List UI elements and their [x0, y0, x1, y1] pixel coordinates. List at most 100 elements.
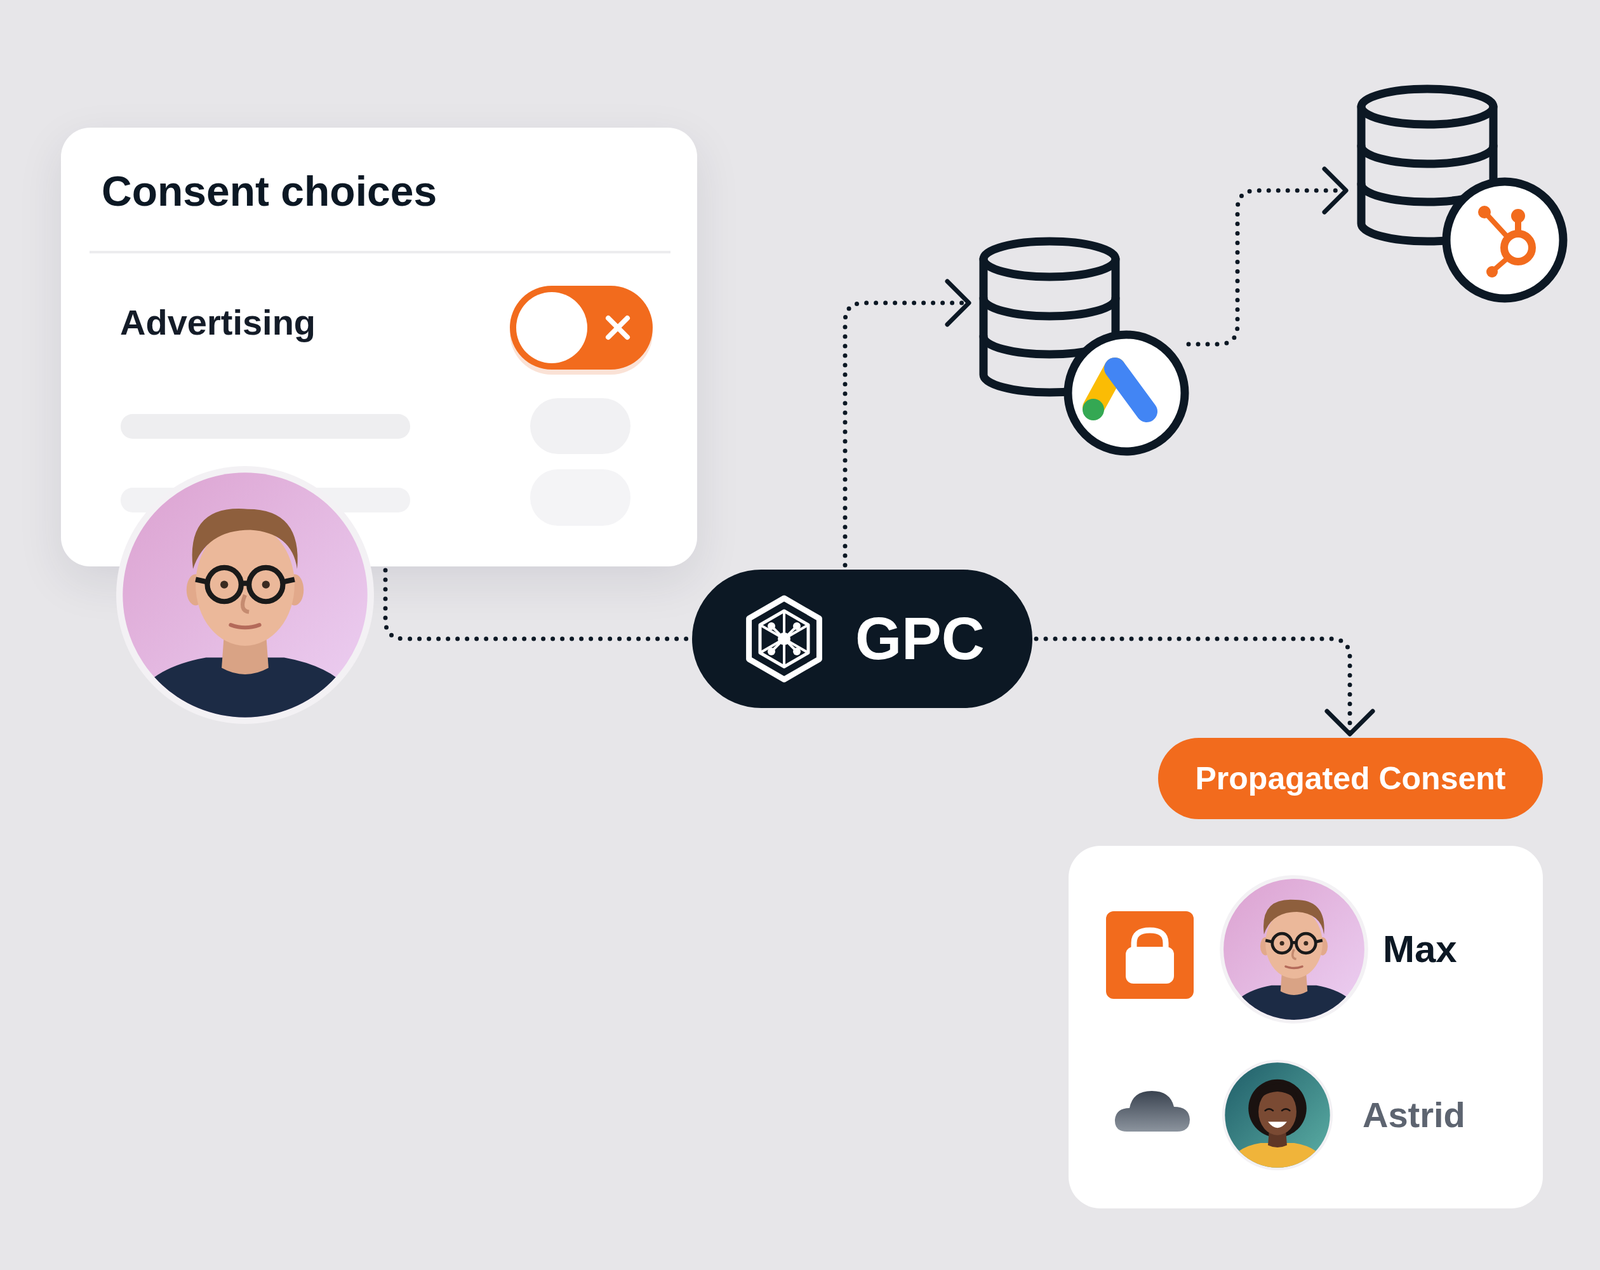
person-avatar	[248, 567, 283, 602]
person-avatar	[1219, 874, 1369, 1025]
ads-wire	[845, 281, 969, 566]
person-avatar	[1263, 899, 1325, 935]
cloud-icon	[1114, 1090, 1190, 1132]
card-controls	[516, 292, 588, 364]
google-ads-badge	[1067, 334, 1185, 452]
person-avatar	[1221, 1059, 1334, 1171]
person-avatar	[1219, 874, 1369, 1025]
gpc-icon	[771, 626, 797, 652]
gpc-icon	[760, 624, 809, 653]
person-avatar	[1272, 933, 1293, 954]
lock-icon	[1106, 911, 1194, 999]
person-avatar	[1280, 940, 1285, 946]
gpc-icon	[771, 626, 797, 652]
person-avatar	[1221, 1059, 1334, 1171]
card-controls	[530, 469, 631, 526]
person-avatar	[195, 579, 207, 582]
person-avatar	[230, 624, 260, 628]
card-controls	[608, 318, 628, 338]
person-avatar	[1248, 1079, 1307, 1138]
dotted-line	[385, 570, 689, 639]
gpc-icon	[793, 622, 801, 630]
cloud-icon	[1113, 1086, 1194, 1133]
hubspot-badge	[1486, 214, 1508, 238]
gpc-icon	[749, 598, 820, 680]
dotted-connector	[385, 570, 689, 639]
ads-database	[983, 298, 1116, 317]
person-avatar	[241, 580, 249, 586]
hubspot-badge	[1478, 205, 1491, 219]
person-name: Max	[1382, 926, 1458, 973]
gpc-icon	[760, 610, 809, 667]
hubspot-badge	[1511, 208, 1526, 223]
gpc-icon	[777, 632, 791, 646]
dotted-connector	[1036, 638, 1373, 734]
person-avatar	[1296, 933, 1317, 954]
person-avatar	[1315, 940, 1323, 942]
hubspot-badge	[1446, 181, 1564, 299]
status-pill: Propagated Consent	[1158, 737, 1543, 820]
person-avatar	[282, 579, 294, 582]
hubspot-badge	[1486, 214, 1533, 271]
person-avatar	[1221, 1059, 1334, 1171]
person-avatar	[1285, 966, 1303, 968]
person-avatar	[114, 464, 376, 726]
person-avatar	[242, 594, 249, 613]
person-avatar	[207, 567, 242, 602]
dotted-line	[1036, 638, 1350, 734]
lock-icon	[1106, 911, 1194, 999]
lock-icon	[1125, 946, 1174, 984]
gpc-icon	[760, 624, 809, 653]
hubspot-wire	[1188, 190, 1340, 345]
person-avatar	[114, 464, 376, 726]
person-name: Astrid	[1362, 1093, 1466, 1136]
gpc-label: GPC	[855, 603, 985, 675]
person-avatar	[1222, 1059, 1333, 1171]
card-controls	[530, 398, 631, 454]
person-avatar	[1221, 1059, 1334, 1171]
gpc-icon	[767, 622, 776, 630]
hubspot-database	[1361, 146, 1494, 164]
person-avatar	[114, 464, 376, 726]
hubspot-badge	[1446, 181, 1564, 299]
card-controls	[509, 285, 653, 370]
person-avatar	[1265, 1108, 1274, 1111]
cloud-icon	[1113, 1086, 1194, 1133]
card-controls	[89, 250, 671, 254]
gpc-icon	[760, 610, 809, 667]
person-avatar	[1219, 874, 1369, 1025]
gpc-icon	[739, 594, 829, 684]
person-avatar	[1265, 940, 1273, 942]
ads-database	[983, 241, 1116, 277]
hubspot-wire	[1324, 168, 1347, 213]
person-avatar	[1303, 940, 1308, 946]
gpc-icon	[793, 647, 801, 656]
card-heading: Consent choices	[101, 166, 437, 217]
ads-wire	[947, 281, 969, 325]
gpc-pill: GPC	[692, 569, 1033, 708]
card-controls	[608, 318, 628, 338]
lock-icon	[1106, 911, 1194, 999]
hubspot-wire	[1188, 168, 1347, 345]
card-controls	[608, 318, 628, 338]
google-ads-badge	[1067, 334, 1185, 452]
ads-wire	[845, 302, 962, 566]
toggle-label: Advertising	[120, 300, 316, 344]
person-avatar	[192, 508, 298, 569]
person-avatar	[220, 580, 228, 588]
card-controls	[120, 413, 411, 439]
person-avatar	[1257, 1083, 1298, 1105]
person-avatar	[1292, 949, 1297, 959]
people-card: MaxAstrid	[1068, 845, 1543, 1209]
person-avatar	[1267, 1121, 1287, 1129]
person-avatar	[1281, 1108, 1290, 1111]
person-avatar	[1291, 940, 1296, 945]
hubspot-database	[1361, 88, 1494, 125]
google-ads-badge	[1082, 398, 1105, 421]
arrow-head	[1326, 711, 1373, 734]
hubspot-badge	[1486, 266, 1498, 278]
person-avatar	[114, 464, 376, 726]
google-ads-badge	[1114, 368, 1147, 412]
